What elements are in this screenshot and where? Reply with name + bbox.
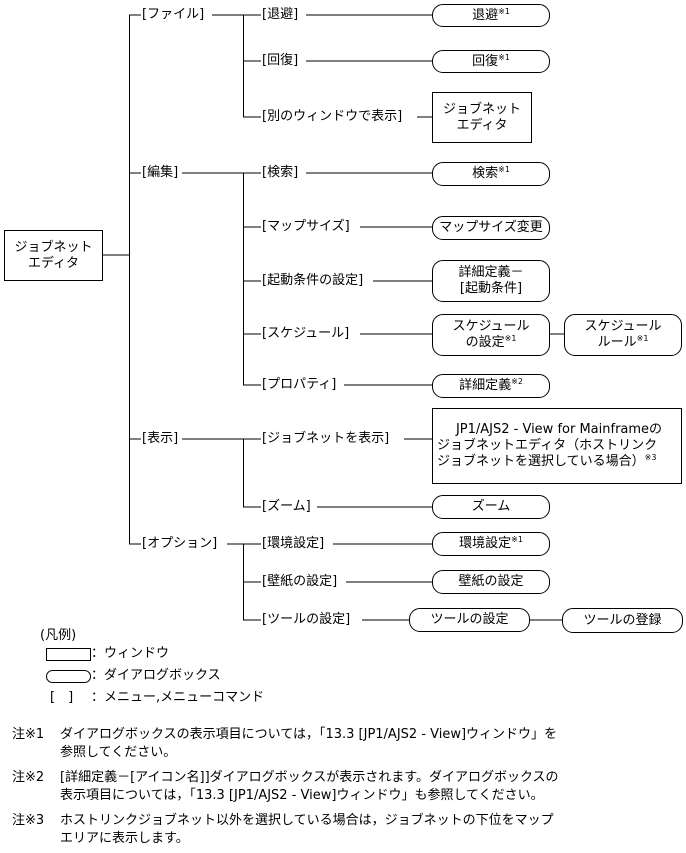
dialog-tool-register: ツールの登録 (562, 608, 683, 633)
window-mainframe-line3: ジョブネットを選択している場合） (437, 454, 645, 469)
legend-window-label: ：ウィンドウ (91, 646, 170, 661)
cmd-env-settings[interactable]: [環境設定] (261, 536, 326, 552)
root-line2: エディタ (27, 255, 80, 271)
dialog-evacuate: 退避※1 (432, 4, 550, 27)
dialog-wallpaper-label: 壁紙の設定 (458, 574, 524, 589)
dialog-tool-settings: ツールの設定 (409, 608, 530, 632)
window-jobnet-editor-line1: ジョブネット (442, 101, 521, 117)
dialog-map-size: マップサイズ変更 (432, 216, 550, 240)
legend-brackets: [ ] (50, 690, 74, 705)
cmd-property[interactable]: [プロパティ] (261, 377, 338, 393)
dialog-detail-definition-label: 詳細定義 (459, 378, 512, 393)
cmd-wallpaper[interactable]: [壁紙の設定] (261, 574, 339, 590)
note-mark-1: ※1 (498, 165, 510, 174)
note-1: 注※1 ダイアログボックスの表示項目については，「13.3 [JP1/AJS2 -… (12, 726, 557, 762)
dialog-schedule-rule-line1: スケジュール (584, 319, 662, 334)
window-mainframe-line1: JP1/AJS2 - View for Mainframeの (455, 422, 663, 437)
window-mainframe-jobnet-editor: JP1/AJS2 - View for Mainframeの ジョブネットエディ… (432, 408, 682, 484)
dialog-env-settings-label: 環境設定 (459, 536, 512, 551)
window-jobnet-editor: ジョブネット エディタ (432, 92, 532, 143)
menu-file[interactable]: [ファイル] (141, 7, 206, 23)
note-mark-1: ※1 (498, 6, 510, 16)
note-1-line1: ダイアログボックスの表示項目については，「13.3 [JP1/AJS2 - Vi… (60, 727, 558, 742)
note-mark-1: ※1 (504, 334, 517, 343)
legend-window-swatch (46, 648, 91, 661)
menu-options[interactable]: [オプション] (141, 536, 219, 552)
cmd-schedule[interactable]: [スケジュール] (261, 326, 351, 342)
note-2-line2: 表示項目については，「13.3 [JP1/AJS2 - View]ウィンドウ」も… (60, 788, 544, 803)
note-mark-2: ※2 (511, 377, 523, 386)
note-1-line2: 参照してください。 (60, 745, 177, 760)
dialog-detail-definition: 詳細定義※2 (432, 374, 550, 398)
dialog-schedule-rule: スケジュール ルール※1 (564, 314, 682, 356)
note-2: 注※2 [詳細定義－[アイコン名]]ダイアログボックスが表示されます。ダイアログボ… (12, 769, 559, 805)
legend-dialog-swatch (46, 670, 91, 683)
dialog-tool-register-label: ツールの登録 (583, 612, 662, 628)
legend-menu-label: ：メニュー,メニューコマンド (91, 690, 265, 705)
note-mark-1: ※1 (636, 334, 649, 343)
root-jobnet-editor-window: ジョブネット エディタ (4, 230, 103, 281)
legend-title: (凡例) (40, 628, 77, 643)
dialog-zoom-label: ズーム (471, 499, 511, 514)
menu-view[interactable]: [表示] (141, 431, 180, 447)
window-mainframe-line2: ジョブネットエディタ（ホストリンク (437, 438, 658, 453)
cmd-restore[interactable]: [回復] (261, 53, 300, 69)
dialog-wallpaper: 壁紙の設定 (432, 570, 550, 594)
dialog-search-label: 検索 (472, 166, 499, 181)
note-3: 注※3 ホストリンクジョブネット以外を選択している場合は，ジョブネットの下位をマッ… (12, 812, 554, 848)
dialog-env-settings: 環境設定※1 (432, 532, 550, 556)
note-mark-3: ※3 (644, 453, 657, 462)
cmd-start-condition[interactable]: [起動条件の設定] (261, 273, 365, 289)
note-2-tag: 注※2 (12, 770, 45, 785)
note-mark-1: ※1 (511, 535, 523, 544)
dialog-search: 検索※1 (432, 162, 550, 186)
dialog-map-size-label: マップサイズ変更 (439, 220, 543, 235)
dialog-detail-start-line1: 詳細定義－ (458, 265, 524, 280)
note-3-line2: エリアに表示します。 (60, 831, 189, 846)
note-1-tag: 注※1 (12, 727, 45, 742)
cmd-show-other-window[interactable]: [別のウィンドウで表示] (261, 109, 404, 125)
dialog-zoom: ズーム (432, 495, 550, 519)
cmd-search[interactable]: [検索] (261, 165, 300, 181)
dialog-schedule-line2: の設定 (465, 335, 505, 350)
note-mark-1: ※1 (498, 52, 510, 62)
note-3-line1: ホストリンクジョブネット以外を選択している場合は，ジョブネットの下位をマップ (60, 813, 554, 828)
cmd-evacuate[interactable]: [退避] (261, 7, 300, 23)
cmd-zoom[interactable]: [ズーム] (261, 499, 312, 515)
dialog-restore-label: 回復 (472, 53, 499, 69)
dialog-restore: 回復※1 (432, 50, 550, 73)
menu-edit[interactable]: [編集] (141, 165, 180, 181)
cmd-tool-settings[interactable]: [ツールの設定] (261, 612, 352, 628)
dialog-schedule-line1: スケジュール (452, 319, 530, 334)
window-jobnet-editor-line2: エディタ (456, 117, 508, 133)
note-3-tag: 注※3 (12, 813, 45, 828)
cmd-map-size[interactable]: [マップサイズ] (261, 219, 351, 235)
legend-dialog-label: ：ダイアログボックス (91, 668, 221, 683)
cmd-show-jobnet[interactable]: [ジョブネットを表示] (261, 431, 391, 447)
dialog-schedule-settings: スケジュール の設定※1 (432, 314, 550, 356)
dialog-evacuate-label: 退避 (472, 7, 499, 23)
dialog-schedule-rule-line2: ルール (597, 335, 637, 350)
root-line1: ジョブネット (14, 239, 93, 255)
dialog-tool-settings-label: ツールの設定 (430, 612, 509, 627)
dialog-detail-start-line2: [起動条件] (459, 281, 523, 296)
note-2-line1: [詳細定義－[アイコン名]]ダイアログボックスが表示されます。ダイアログボックス… (60, 770, 559, 785)
dialog-detail-start-condition: 詳細定義－ [起動条件] (432, 260, 550, 302)
